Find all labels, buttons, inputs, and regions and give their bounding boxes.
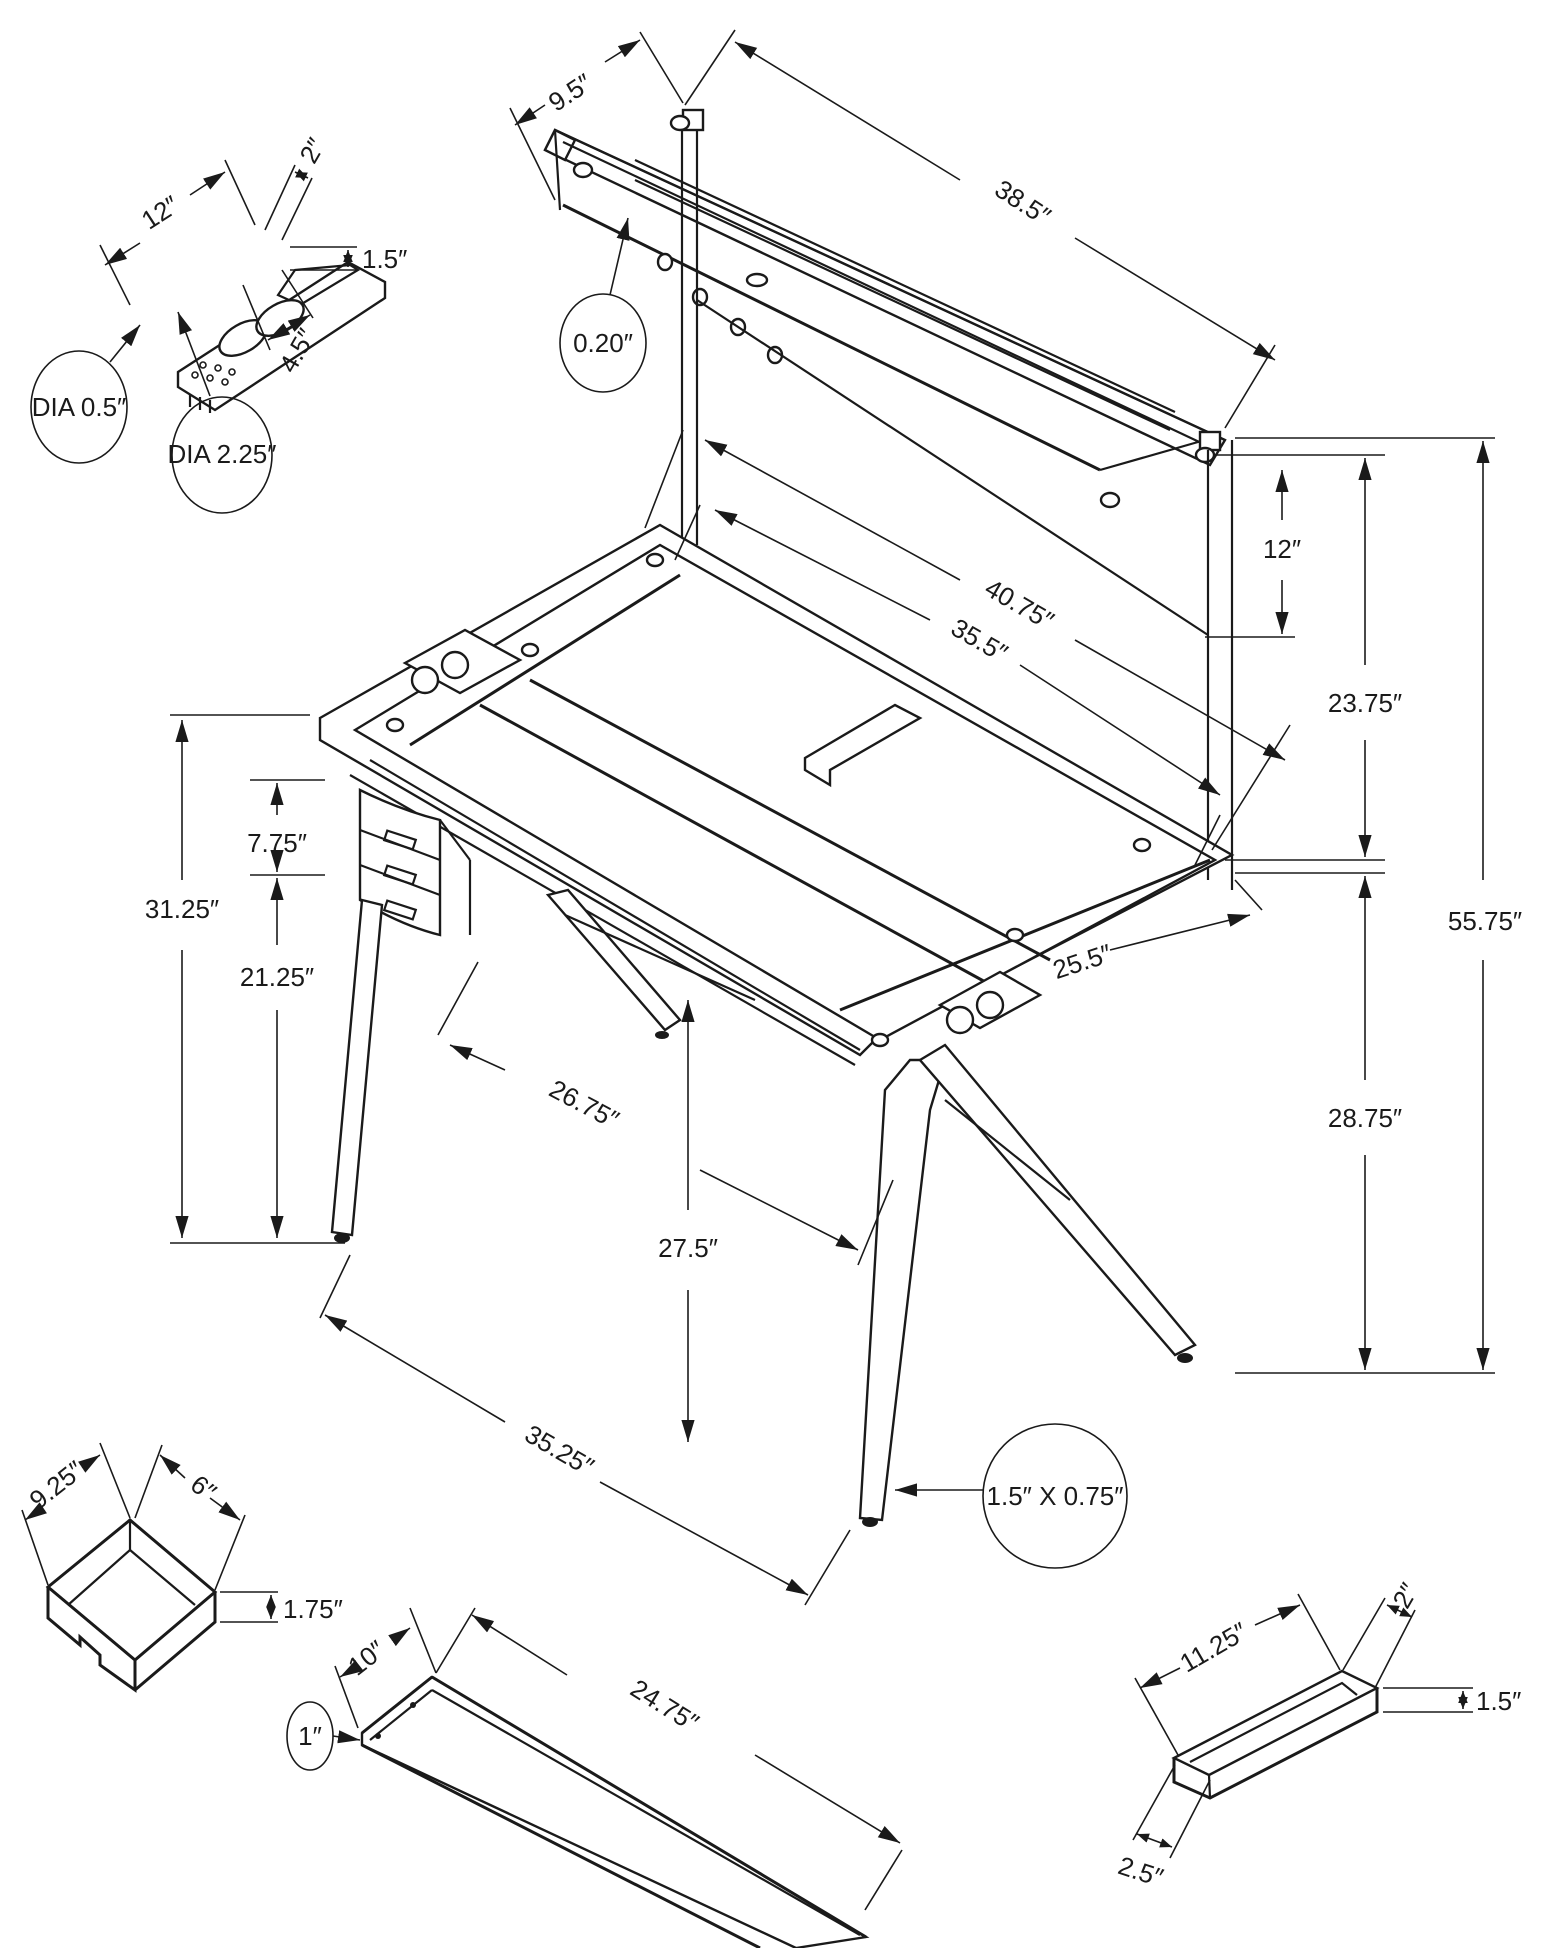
- dim-pencil-tray-depth: 2″: [1342, 1578, 1424, 1689]
- dim-pencil-tray-width: 2.5″: [1115, 1764, 1211, 1893]
- top-shelf-depth-label: 9.5″: [543, 68, 597, 118]
- desk-inner-width-label: 35.5″: [946, 612, 1013, 668]
- dim-side-tray-depth: 2″: [264, 133, 331, 241]
- drawer-width-label: 9.25″: [24, 1455, 90, 1515]
- dim-pencil-tray-height: 1.5″: [1383, 1686, 1521, 1716]
- dim-knee-height: 27.5″: [658, 1000, 718, 1442]
- dim-drawer-height: 1.75″: [220, 1591, 343, 1624]
- top-shelf-width-label: 38.5″: [990, 174, 1057, 232]
- desk-top: [318, 523, 1235, 1066]
- dim-left-verticals: [170, 714, 345, 1244]
- knee-height-label: 27.5″: [658, 1233, 718, 1263]
- callout-glass-thickness: 0.20″: [559, 217, 647, 393]
- cup-hole-label: DIA 2.25″: [168, 439, 277, 469]
- small-hole-label: DIA 0.5″: [32, 392, 126, 422]
- drawer-unit-height-label: 31.25″: [145, 894, 219, 924]
- glass-panel-illustration: [360, 1675, 870, 1950]
- glass-thickness-label: 0.20″: [573, 328, 633, 358]
- hutch-posts: [680, 130, 1234, 890]
- drawer-depth-label: 6″: [185, 1469, 222, 1507]
- drawer-height-dim-label: 1.75″: [283, 1594, 343, 1624]
- glass-width-label: 24.75″: [625, 1673, 704, 1738]
- leg-profile-label: 1.5″ X 0.75″: [987, 1481, 1124, 1511]
- side-tray-depth-label: 2″: [293, 133, 331, 169]
- callout-cup-hole: DIA 2.25″: [168, 311, 277, 514]
- glass-panel-thickness-label: 1″: [298, 1721, 322, 1751]
- callout-leg-profile: 1.5″ X 0.75″: [895, 1423, 1128, 1569]
- desk-outer-width-label: 40.75″: [980, 573, 1059, 636]
- desk-legs: [330, 888, 1197, 1527]
- dim-side-tray-height: 1.5″: [290, 244, 407, 274]
- drawer-illustration: [45, 1518, 218, 1693]
- knee-width-label: 26.75″: [544, 1073, 624, 1134]
- side-tray-illustration: [176, 260, 387, 413]
- glass-depth-label: 10″: [342, 1634, 391, 1681]
- pencil-tray-width-label: 2.5″: [1115, 1850, 1167, 1893]
- drawer-clearance-label: 21.25″: [240, 962, 314, 992]
- callout-small-hole: DIA 0.5″: [30, 324, 141, 464]
- dim-top-shelf-width: 38.5″: [684, 29, 1276, 429]
- drawer-height-label: 7.75″: [247, 828, 307, 858]
- side-tray-length-label: 12″: [136, 189, 184, 235]
- total-height-label: 55.75″: [1448, 906, 1522, 936]
- dim-leg-span: 35.25″: [319, 1254, 851, 1606]
- shelf-gap-label: 12″: [1263, 534, 1301, 564]
- leg-span-label: 35.25″: [520, 1419, 599, 1482]
- callout-glass-panel-thickness: 1″: [286, 1701, 361, 1771]
- side-tray-height-label: 1.5″: [362, 244, 407, 274]
- pencil-tray-length-label: 11.25″: [1175, 1616, 1253, 1678]
- desk-height-label: 28.75″: [1328, 1103, 1402, 1133]
- drawer-unit: [358, 788, 472, 937]
- dim-side-tray-length: 12″: [99, 159, 256, 306]
- pencil-tray-height-label: 1.5″: [1476, 1686, 1521, 1716]
- top-shelf: [543, 108, 1227, 509]
- hutch-height-label: 23.75″: [1328, 688, 1402, 718]
- pencil-tray-illustration: [1171, 1669, 1380, 1800]
- dim-right-verticals: [1205, 437, 1495, 1374]
